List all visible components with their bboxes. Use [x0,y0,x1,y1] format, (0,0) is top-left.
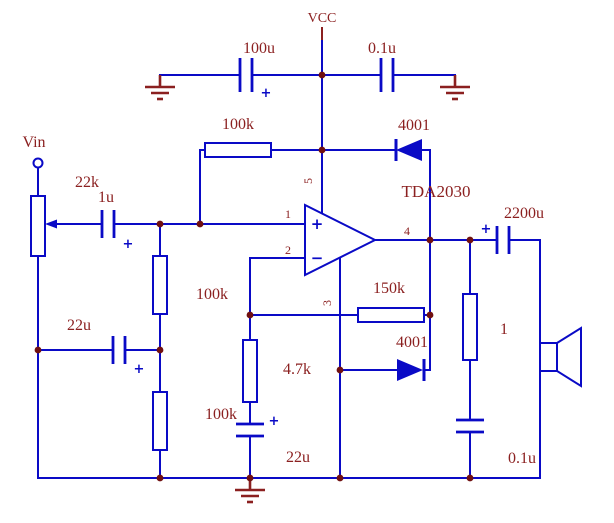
wires [37,39,541,479]
label-22u-gain: 22u [286,449,310,466]
capacitor-2200u-output: + 2200u [481,205,544,254]
resistor-100k-mid: 100k [152,255,228,315]
ground-symbol-bottom [235,478,265,504]
label-0.1u-supply: 0.1u [368,40,396,57]
label-4001-top: 4001 [398,117,430,134]
label-4001-bottom: 4001 [396,334,428,351]
pin-label-1: 1 [285,207,291,221]
label-22u-bypass: 22u [67,317,91,334]
wiper-arrow-icon [45,219,57,229]
label-100k-mid: 100k [196,286,228,303]
polarity-plus-icon: + [481,222,492,237]
ground-symbol-top-right [440,75,470,101]
resistor-150k-feedback: 150k [357,280,425,323]
label-100k-top: 100k [222,116,254,133]
opamp-minus-sign: − [311,249,324,267]
capacitor-100u-supply: 100u + [238,40,275,101]
speaker-icon [539,326,582,388]
pin-label-2: 2 [285,243,291,257]
vcc-terminal: VCC [308,11,337,40]
label-150k: 150k [373,280,405,297]
label-vin: Vin [22,134,45,151]
junction-dots [34,71,474,482]
potentiometer-22k: 22k [30,174,99,257]
capacitor-0.1u-supply: 0.1u [368,40,396,92]
capacitor-22u-gain: + 22u [236,414,310,466]
label-100k-bottom: 100k [205,406,237,423]
label-1u: 1u [98,189,114,206]
diode-4001-bottom: 4001 [396,334,428,381]
opamp-tda2030: + − TDA2030 1 2 3 4 5 [285,178,470,306]
polarity-plus-icon: + [134,362,145,377]
vin-terminal-circle [32,157,44,169]
resistor-100k-bottom: 100k [152,391,237,451]
label-4.7k: 4.7k [283,361,311,378]
polarity-plus-icon: + [261,86,272,101]
pin-label-5: 5 [301,178,315,184]
opamp-plus-sign: + [311,215,324,233]
label-100u-supply: 100u [243,40,275,57]
label-vcc: VCC [308,11,337,26]
label-1-ohm: 1 [500,321,508,338]
capacitor-0.1u-zobel: 0.1u [456,418,536,467]
resistor-4.7k-gain: 4.7k [242,339,311,403]
label-tda2030: TDA2030 [402,182,471,201]
vin-terminal: Vin [22,134,46,169]
polarity-plus-icon: + [269,414,280,429]
capacitor-22u-bypass: 22u + [67,317,144,377]
pin-label-3: 3 [320,300,334,306]
resistor-1-zobel: 1 [462,293,508,361]
ground-symbol-top-left [145,75,175,101]
polarity-plus-icon: + [123,237,134,252]
label-0.1u-zobel: 0.1u [508,450,536,467]
pin-label-4: 4 [404,224,410,238]
resistor-100k-top: 100k [204,116,272,158]
diode-4001-top: 4001 [394,117,430,161]
capacitor-1u-coupling: 1u + [98,189,133,252]
opamp-triangle [304,203,378,277]
label-2200u: 2200u [504,205,544,222]
label-22k: 22k [75,174,99,191]
